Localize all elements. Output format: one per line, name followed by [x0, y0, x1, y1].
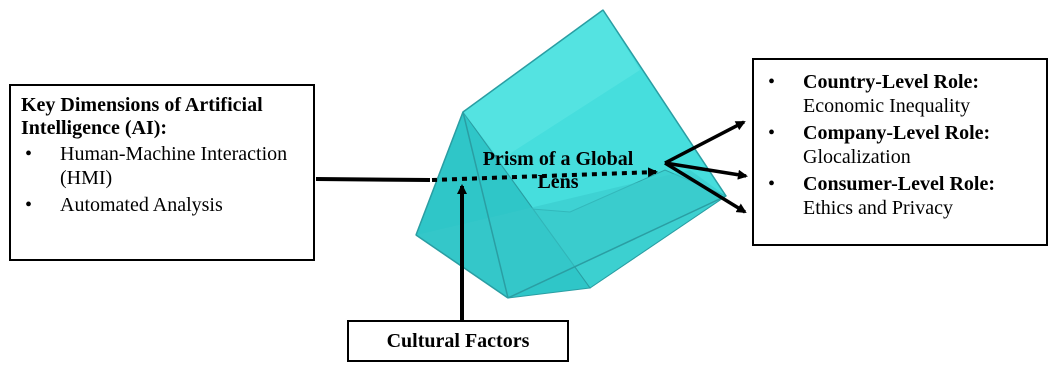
list-item: Automated Analysis: [21, 193, 303, 217]
consumer-role-title: Consumer-Level Role:: [803, 173, 995, 195]
list-item: Country-Level Role: Economic Inequality: [764, 70, 1036, 118]
prism-edge-top: [462, 9, 604, 113]
company-role-desc: Glocalization: [803, 146, 911, 168]
cultural-factors-box: Cultural Factors: [347, 320, 569, 362]
company-role-title: Company-Level Role:: [803, 122, 991, 144]
prism-label: Prism of a Global Lens: [482, 148, 634, 193]
roles-list: Country-Level Role: Economic Inequality …: [764, 70, 1036, 220]
ai-dimensions-title: Key Dimensions of Artificial Intelligenc…: [21, 94, 263, 139]
ai-dimensions-box: Key Dimensions of Artificial Intelligenc…: [9, 84, 315, 261]
prism-top-highlight: [463, 10, 640, 160]
input-line: [315, 177, 431, 182]
prism-bottom-face: [416, 170, 726, 298]
output-arrow-consumer: [664, 161, 747, 214]
country-role-title: Country-Level Role:: [803, 71, 980, 93]
dotted-light-path: [431, 167, 658, 182]
cultural-factors-label: Cultural Factors: [386, 330, 530, 352]
roles-box: Country-Level Role: Economic Inequality …: [752, 58, 1048, 246]
output-arrow-country: [664, 120, 746, 165]
list-item: Consumer-Level Role: Ethics and Privacy: [764, 172, 1036, 220]
prism-edge-bottom: [507, 195, 727, 299]
prism-edge-front: [462, 111, 509, 299]
list-item: Company-Level Role: Glocalization: [764, 121, 1036, 169]
country-role-desc: Economic Inequality: [803, 95, 971, 117]
prism-edge-right: [602, 9, 727, 197]
prism-edge-left: [415, 111, 464, 236]
ai-dimensions-list: Human-Machine Interaction (HMI) Automate…: [21, 142, 303, 217]
list-item: Human-Machine Interaction (HMI): [21, 142, 303, 190]
consumer-role-desc: Ethics and Privacy: [803, 197, 953, 219]
output-arrow-company: [664, 161, 748, 180]
